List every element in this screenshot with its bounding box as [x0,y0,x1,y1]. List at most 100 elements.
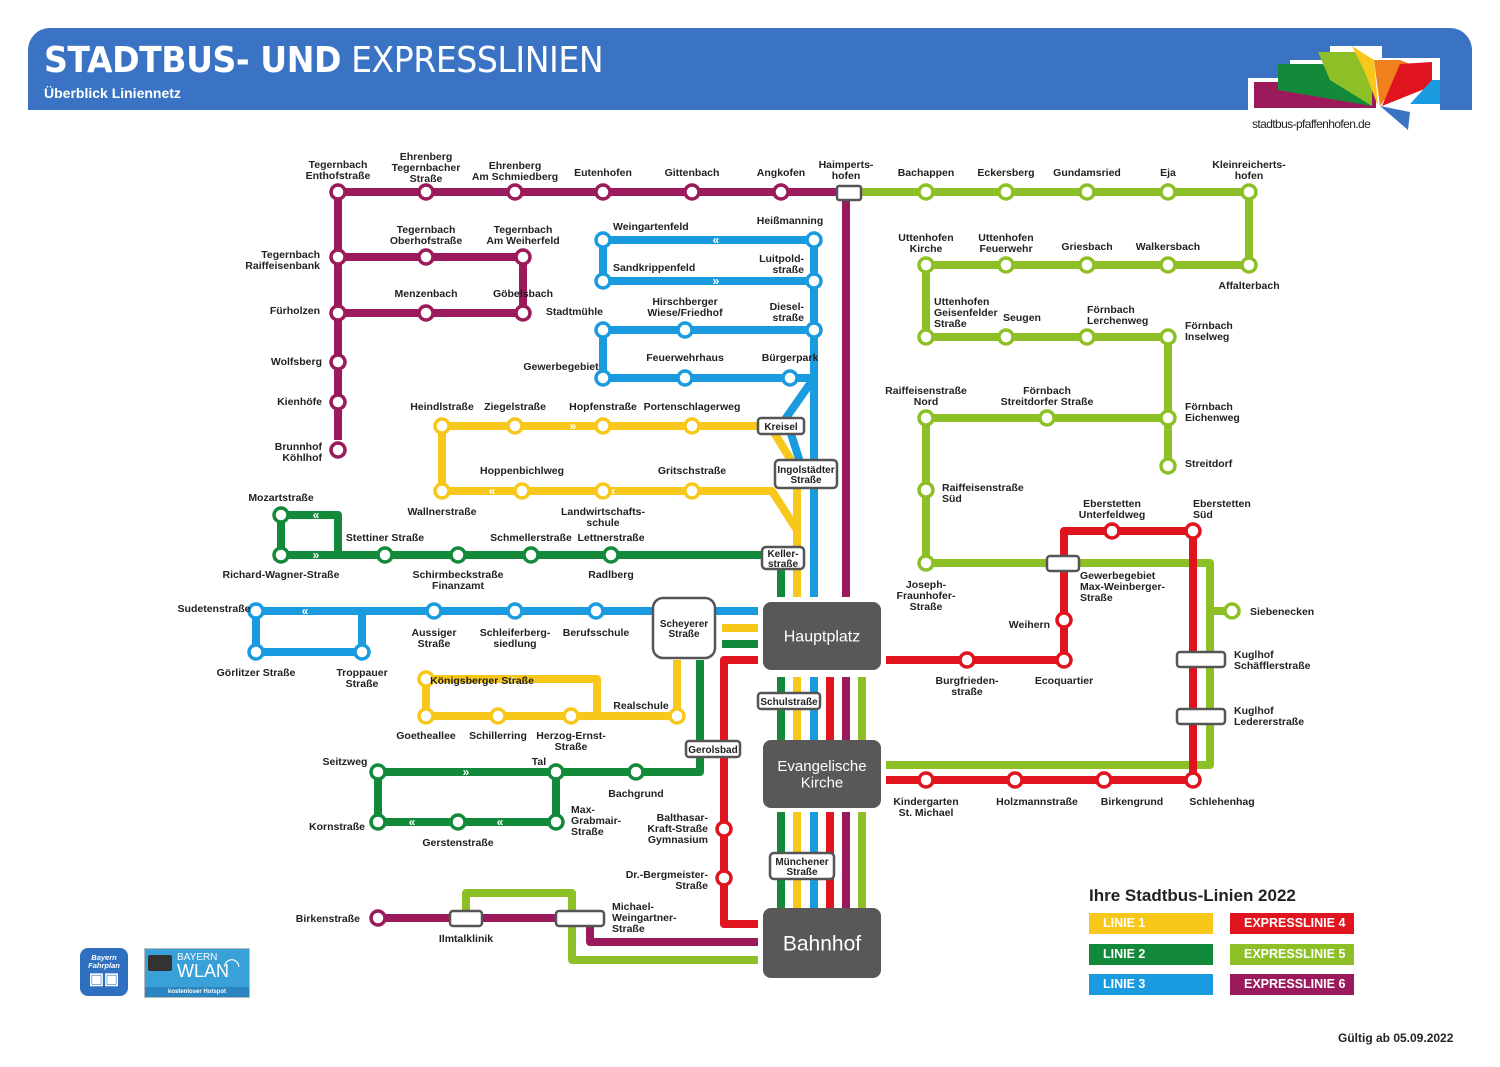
station-stop[interactable] [594,321,612,339]
station-stop[interactable] [602,546,620,564]
station-stop[interactable] [247,602,265,620]
station-stop[interactable] [594,369,612,387]
website-url[interactable]: stadtbus-pfaffenhofen.de [1252,117,1371,131]
station-stop[interactable] [547,763,565,781]
station-stop[interactable] [417,183,435,201]
station-stop[interactable] [594,183,612,201]
station-stop[interactable] [1184,771,1202,789]
station-stop[interactable] [587,602,605,620]
station-stop[interactable] [247,643,265,661]
station-stop[interactable] [997,328,1015,346]
station-stop[interactable] [449,546,467,564]
gewerbegebiet-max-weinberger-stop[interactable] [1045,554,1081,573]
station-stop[interactable] [958,651,976,669]
station-stop[interactable] [715,820,733,838]
station-stop[interactable] [668,707,686,725]
station-stop[interactable] [433,482,451,500]
station-stop[interactable] [506,183,524,201]
station-stop[interactable] [506,417,524,435]
station-stop[interactable] [417,248,435,266]
station-stop[interactable] [417,670,435,688]
station-stop[interactable] [1078,183,1096,201]
bahnhof-hub[interactable] [763,908,881,978]
station-stop[interactable] [1055,651,1073,669]
station-stop[interactable] [449,813,467,831]
station-stop[interactable] [1006,771,1024,789]
station-stop[interactable] [676,369,694,387]
haimpertshofen-stop[interactable] [835,184,863,202]
station-stop[interactable] [683,417,701,435]
station-stop[interactable] [562,707,580,725]
station-stop[interactable] [676,321,694,339]
station-stop[interactable] [1159,328,1177,346]
station-stop[interactable] [805,321,823,339]
station-stop[interactable] [1240,256,1258,274]
scheyerer-strasse-stop[interactable] [651,596,717,660]
station-stop[interactable] [417,707,435,725]
station-stop[interactable] [329,353,347,371]
station-stop[interactable] [1240,183,1258,201]
muenchener-strasse-stop[interactable] [768,851,836,881]
kellerstrasse-stop[interactable] [760,545,806,571]
station-stop[interactable] [594,231,612,249]
station-stop[interactable] [594,272,612,290]
station-stop[interactable] [1159,183,1177,201]
station-stop[interactable] [417,304,435,322]
bayern-fahrplan-app-icon[interactable]: Bayern Fahrplan ▣▣ [80,948,128,996]
station-stop[interactable] [506,602,524,620]
station-stop[interactable] [1078,256,1096,274]
station-stop[interactable] [1095,771,1113,789]
station-stop[interactable] [805,231,823,249]
station-stop[interactable] [329,304,347,322]
station-stop[interactable] [514,248,532,266]
station-stop[interactable] [805,272,823,290]
station-stop[interactable] [547,813,565,831]
station-stop[interactable] [522,546,540,564]
bayern-wlan-icon[interactable]: BAYERN WLAN ◠ kostenloser Hotspot [144,948,250,998]
station-stop[interactable] [772,183,790,201]
michael-weingartner-stop[interactable] [554,909,606,928]
station-stop[interactable] [627,763,645,781]
evangelische-kirche-hub[interactable] [763,740,881,808]
station-stop[interactable] [329,441,347,459]
station-stop[interactable] [997,183,1015,201]
station-stop[interactable] [329,248,347,266]
kreisel-stop[interactable] [756,416,806,436]
station-stop[interactable] [997,256,1015,274]
station-stop[interactable] [513,482,531,500]
station-stop[interactable] [1223,602,1241,620]
station-stop[interactable] [272,506,290,524]
station-stop[interactable] [1055,611,1073,629]
hauptplatz-hub[interactable] [763,602,881,670]
station-stop[interactable] [917,554,935,572]
station-stop[interactable] [369,813,387,831]
station-stop[interactable] [917,256,935,274]
station-stop[interactable] [917,328,935,346]
ingolstaedter-strasse-stop[interactable] [773,458,839,490]
gerolsbad-stop[interactable] [684,739,742,759]
station-stop[interactable] [369,909,387,927]
station-stop[interactable] [1159,256,1177,274]
station-stop[interactable] [781,369,799,387]
station-stop[interactable] [594,482,612,500]
station-stop[interactable] [683,183,701,201]
station-stop[interactable] [1038,409,1056,427]
station-stop[interactable] [1159,409,1177,427]
kuglhof-ledererstrasse-stop[interactable] [1175,707,1227,726]
ilmtalklinik-stop[interactable] [448,909,484,928]
station-stop[interactable] [376,546,394,564]
station-stop[interactable] [683,482,701,500]
station-stop[interactable] [715,869,733,887]
station-stop[interactable] [329,393,347,411]
station-stop[interactable] [917,771,935,789]
station-stop[interactable] [514,304,532,322]
station-stop[interactable] [425,602,443,620]
station-stop[interactable] [1159,457,1177,475]
station-stop[interactable] [369,763,387,781]
station-stop[interactable] [353,643,371,661]
station-stop[interactable] [433,417,451,435]
station-stop[interactable] [917,183,935,201]
station-stop[interactable] [1184,522,1202,540]
station-stop[interactable] [917,409,935,427]
kuglhof-schaefflerstrasse-stop[interactable] [1175,650,1227,669]
